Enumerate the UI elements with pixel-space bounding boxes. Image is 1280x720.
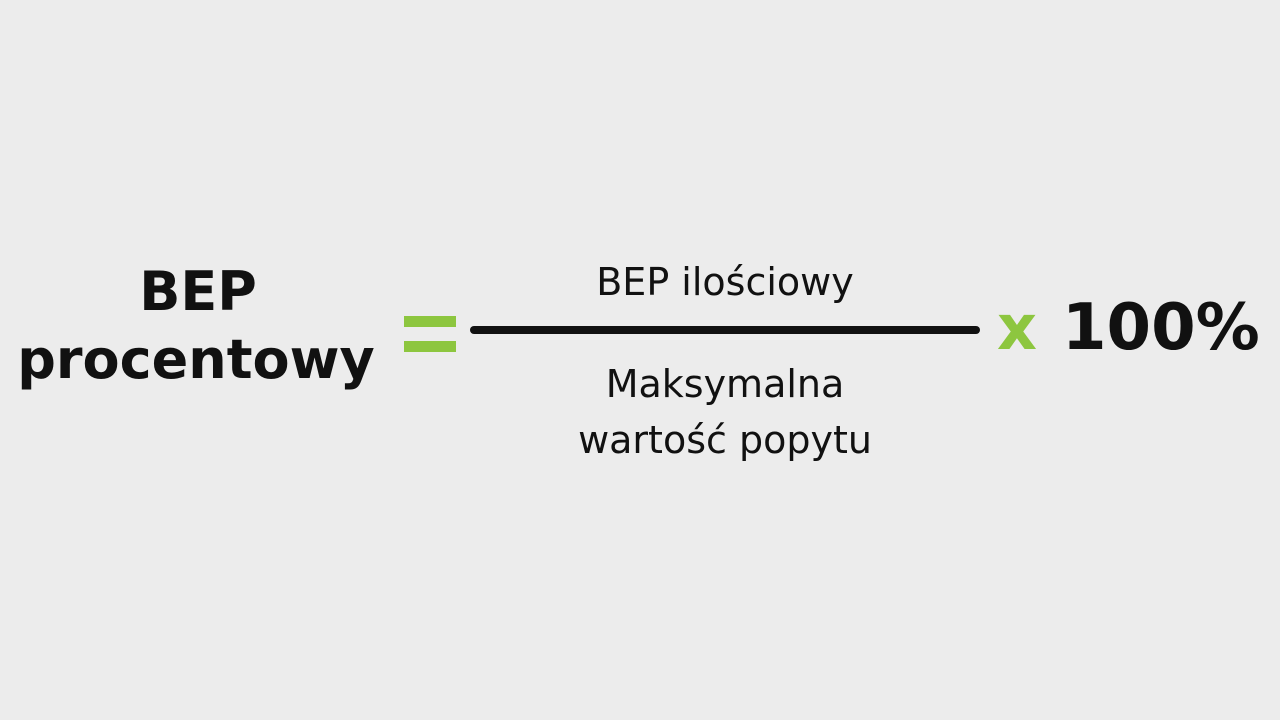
equals-bar-top [404, 316, 456, 327]
multiplier-value: 100% [1062, 291, 1260, 365]
lhs-line-1: BEP [139, 260, 257, 323]
equals-icon [404, 316, 456, 354]
fraction-numerator: BEP ilościowy [596, 260, 854, 304]
denominator-line-1: Maksymalna [605, 362, 845, 406]
lhs-line-2: procentowy [17, 328, 375, 391]
fraction-line [470, 326, 980, 334]
formula-left-side: BEP procentowy [0, 258, 396, 394]
denominator-line-2: wartość popytu [578, 418, 872, 462]
equals-bar-bottom [404, 341, 456, 352]
fraction-denominator: Maksymalna wartość popytu [470, 356, 980, 468]
multiply-icon: x [997, 291, 1037, 364]
